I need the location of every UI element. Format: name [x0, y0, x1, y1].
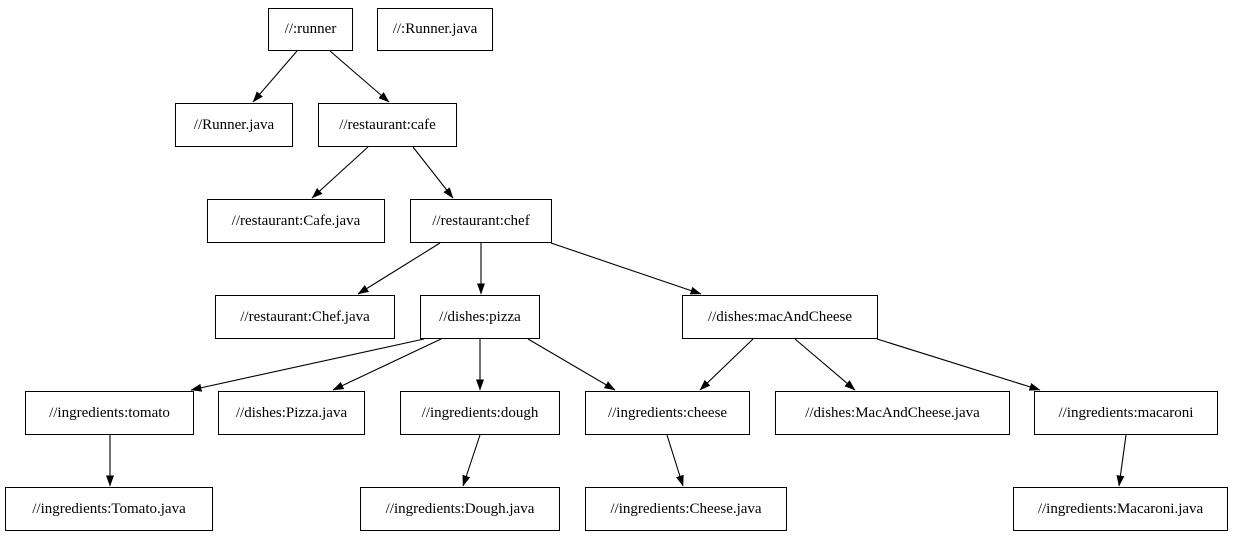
graph-edge-cafe-to-chef: [412, 146, 454, 199]
graph-node-runner-java: //Runner.java: [175, 103, 293, 147]
graph-node-pizza-java: //dishes:Pizza.java: [218, 391, 365, 435]
graph-node-cheese-java: //ingredients:Cheese.java: [585, 487, 787, 531]
graph-node-runner: //:runner: [268, 8, 353, 51]
graph-edge-chef-to-chef-java: [357, 242, 441, 295]
graph-node-cheese: //ingredients:cheese: [585, 391, 750, 435]
graph-edge-cheese-to-cheese-java: [666, 434, 684, 487]
graph-edge-cafe-to-cafe-java: [311, 146, 369, 199]
graph-node-tomato: //ingredients:tomato: [25, 391, 194, 435]
graph-node-cafe: //restaurant:cafe: [318, 103, 457, 147]
graph-edge-pizza-to-cheese: [527, 338, 616, 391]
graph-node-chef: //restaurant:chef: [410, 199, 552, 243]
graph-node-macaroni: //ingredients:macaroni: [1034, 391, 1218, 435]
graph-node-chef-java: //restaurant:Chef.java: [215, 295, 395, 339]
graph-edge-mac-and-cheese-to-cheese: [699, 338, 754, 391]
graph-edge-runner-to-runner-java: [252, 50, 298, 103]
graph-edge-runner-to-cafe: [329, 50, 390, 103]
graph-node-macaroni-java: //ingredients:Macaroni.java: [1013, 487, 1228, 531]
graph-node-tomato-java: //ingredients:Tomato.java: [5, 487, 213, 531]
graph-node-pizza: //dishes:pizza: [420, 295, 540, 339]
graph-edge-dough-to-dough-java: [462, 434, 481, 487]
graph-node-dough: //ingredients:dough: [400, 391, 560, 435]
graph-node-mac-and-cheese-java: //dishes:MacAndCheese.java: [775, 391, 1010, 435]
graph-edge-mac-and-cheese-to-macaroni: [876, 338, 1041, 391]
graph-edge-mac-and-cheese-to-mac-and-cheese-java: [794, 338, 856, 391]
graph-edge-chef-to-mac-and-cheese: [550, 242, 702, 295]
graph-edge-pizza-to-pizza-java: [332, 338, 442, 391]
graph-node-dough-java: //ingredients:Dough.java: [360, 487, 560, 531]
graph-edge-group: [106, 50, 1127, 487]
graph-node-runner-java-top: //:Runner.java: [377, 8, 493, 51]
graph-node-mac-and-cheese: //dishes:macAndCheese: [682, 295, 878, 339]
graph-edge-pizza-to-tomato: [190, 338, 425, 392]
graph-node-cafe-java: //restaurant:Cafe.java: [207, 199, 385, 243]
graph-edge-macaroni-to-macaroni-java: [1116, 434, 1127, 487]
